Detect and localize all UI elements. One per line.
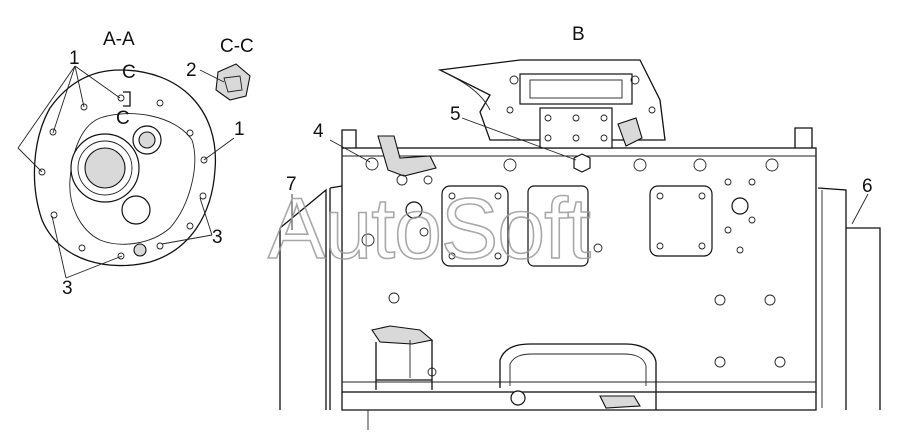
cc-detail-part [215, 63, 251, 101]
side-plug [377, 135, 437, 177]
callout-6: 6 [862, 176, 873, 197]
pan-drain [510, 390, 526, 406]
fill-plug-hex [573, 153, 591, 173]
top-cover-bolts [506, 75, 656, 142]
leader-2 [199, 69, 225, 83]
section-mark-c [123, 91, 131, 107]
callout-2: 2 [186, 60, 197, 81]
left-adapter [279, 188, 327, 410]
right-inspection-cover [649, 185, 713, 257]
leader-4 [329, 139, 371, 163]
leader-6 [851, 193, 869, 225]
watermark: AutoSoft [268, 181, 591, 277]
right-adapter [817, 187, 881, 410]
housing-view: B 4 5 6 7 [279, 24, 881, 430]
callout-5: 5 [450, 104, 461, 125]
housing-top-holes [503, 158, 779, 172]
callout-4: 4 [313, 121, 324, 142]
leaders-1-left [17, 65, 121, 173]
top-cover-outline [437, 59, 666, 141]
flange-inner-body [69, 113, 196, 245]
left-boss [405, 201, 423, 219]
callout-3-bottom: 3 [62, 278, 73, 299]
top-cover-frame [519, 73, 633, 105]
center-cover [527, 185, 589, 267]
callout-1-right: 1 [234, 119, 245, 140]
left-inspection-cover [441, 185, 509, 267]
oil-pan [499, 343, 657, 410]
callout-3-right: 3 [212, 227, 223, 248]
drain-plug [133, 243, 147, 257]
lower-bracket [371, 325, 434, 345]
callout-7: 7 [286, 174, 297, 195]
leader-1-right [203, 137, 235, 161]
lower-bore [121, 195, 151, 225]
section-label-aa: A-A [103, 29, 135, 50]
section-cc-view: C-C 2 [186, 36, 254, 101]
flange-bolt-holes [38, 94, 208, 260]
section-label-c-top: C [122, 62, 136, 83]
section-label-b: B [572, 24, 585, 45]
section-label-cc: C-C [220, 36, 254, 57]
top-cover-plate [539, 107, 613, 149]
housing-base [341, 392, 817, 411]
section-label-c-bottom: C [116, 108, 130, 129]
gear-shaft [84, 147, 126, 189]
right-boss [731, 197, 749, 215]
section-aa-view: A-A 1 C C 1 3 3 [17, 29, 245, 299]
sensor-connector [617, 117, 643, 147]
housing-holes [361, 233, 786, 377]
flange-outline [33, 69, 217, 267]
callout-1-left: 1 [69, 48, 80, 69]
leader-5 [461, 117, 577, 161]
pan-sensor [599, 395, 641, 409]
leaders-3 [51, 197, 213, 279]
